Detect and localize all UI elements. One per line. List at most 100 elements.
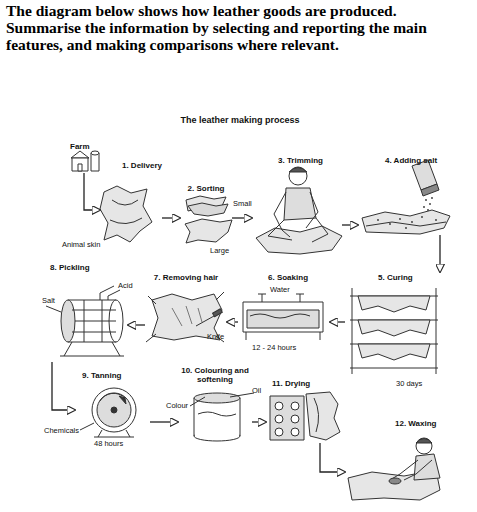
oil-pipe — [230, 393, 254, 397]
drying-skins — [306, 392, 340, 440]
knife — [213, 309, 223, 317]
salted-skins — [366, 222, 446, 226]
process-arrow — [162, 217, 180, 218]
salt-grains — [421, 216, 423, 218]
drying-machine — [270, 396, 304, 440]
waxing-worker — [389, 478, 401, 484]
dye-vat — [194, 398, 240, 436]
step-label: 8. Pickling — [50, 262, 128, 272]
curing-skins — [358, 296, 430, 312]
waxing-worker — [414, 454, 440, 480]
salt-grains — [429, 203, 431, 205]
salt-pipe — [46, 306, 61, 312]
salt-grains — [389, 223, 391, 225]
process-step: 1. Delivery — [100, 160, 162, 242]
step-label: 7. Removing hair — [145, 272, 227, 282]
pickling-drum — [102, 300, 103, 342]
annotation-label: Small — [233, 199, 252, 208]
process-step: 5. Curing — [345, 272, 445, 377]
diagram-title: The leather making process — [140, 115, 340, 125]
process-step: 6. Soaking — [238, 272, 330, 342]
curing-rack — [350, 288, 438, 374]
pickling-drum — [84, 300, 85, 342]
waxing-worker — [404, 460, 432, 480]
process-arrow — [128, 324, 145, 325]
acid-pipe — [100, 286, 120, 300]
annotation-label: 48 hours — [94, 439, 123, 448]
curing-rack — [350, 368, 438, 369]
colour-pipe — [190, 397, 205, 406]
skin-frame — [146, 292, 224, 342]
annotation-label: 12 - 24 hours — [252, 343, 296, 352]
pickling-drum — [68, 300, 116, 342]
farm-icon — [91, 151, 99, 155]
soaking-tank — [320, 332, 321, 340]
soaking-tank — [246, 332, 247, 340]
dye-vat — [194, 393, 240, 441]
soaking-tank — [247, 310, 319, 328]
process-step: 10. Colouring and softening — [178, 365, 252, 443]
tanning-drum — [119, 396, 126, 404]
pickling-drum — [60, 300, 124, 356]
salt-pipe — [46, 306, 61, 312]
salted-skins — [362, 210, 450, 234]
process-arrow — [252, 421, 266, 422]
process-step: 11. Drying — [266, 378, 342, 443]
soaking-tank — [250, 314, 310, 318]
salt-grains — [427, 209, 429, 211]
salt-grains — [399, 218, 401, 220]
soaking-tank — [243, 302, 323, 332]
process-arrow — [320, 443, 345, 472]
colour-pipe — [190, 397, 205, 406]
salt-grains — [377, 219, 379, 221]
pickling-drum — [61, 300, 75, 342]
drying-skins — [306, 392, 340, 440]
annotation-label: Oil — [252, 386, 261, 395]
trimming-worker — [268, 220, 292, 240]
tanning-drum — [97, 393, 131, 427]
step-label: 1. Delivery — [100, 160, 162, 170]
oil-pipe — [230, 393, 254, 397]
process-arrow — [227, 321, 238, 322]
trimming-worker — [284, 188, 316, 220]
salt-shaker — [421, 184, 439, 196]
drying-machine — [270, 396, 304, 440]
salt-grains — [425, 199, 427, 201]
process-step: 4. Adding salt — [358, 155, 453, 235]
skin-frame — [146, 292, 224, 342]
annotation-label: Animal skin — [62, 240, 100, 249]
step-label: 12. Waxing — [395, 418, 445, 428]
trimming-worker — [289, 167, 307, 185]
step-label: 3. Trimming — [278, 155, 342, 165]
drying-machine — [291, 402, 299, 410]
task-prompt: The diagram below shows how leather good… — [6, 2, 472, 53]
pickling-drum — [60, 342, 124, 356]
curing-skins — [358, 296, 430, 360]
drying-machine — [291, 415, 299, 423]
annotation-label: Colour — [166, 401, 188, 410]
trimming-worker — [256, 167, 342, 254]
chemicals-pipe — [80, 423, 94, 430]
process-step: 12. Waxing — [345, 418, 445, 508]
step-label: 6. Soaking — [268, 272, 330, 282]
annotation-label: Knife — [207, 332, 224, 341]
pickling-drum — [75, 321, 116, 322]
curing-rack — [436, 288, 437, 374]
farm-icon — [71, 151, 99, 171]
farm-icon — [78, 164, 82, 171]
process-step: 3. Trimming — [252, 155, 342, 255]
process-step: Farm — [70, 141, 106, 173]
animal-skin — [100, 186, 152, 242]
process-step: 9. Tanning — [75, 370, 150, 445]
annotation-label: Water — [270, 285, 290, 294]
salt-shaker — [412, 160, 439, 196]
pickling-drum — [72, 310, 116, 311]
tanning-drum — [92, 388, 136, 432]
step-label: 10. Colouring and softening — [178, 365, 252, 384]
process-arrow — [439, 235, 440, 272]
annotation-label: Large — [210, 246, 229, 255]
annotation-label: Chemicals — [44, 426, 79, 435]
